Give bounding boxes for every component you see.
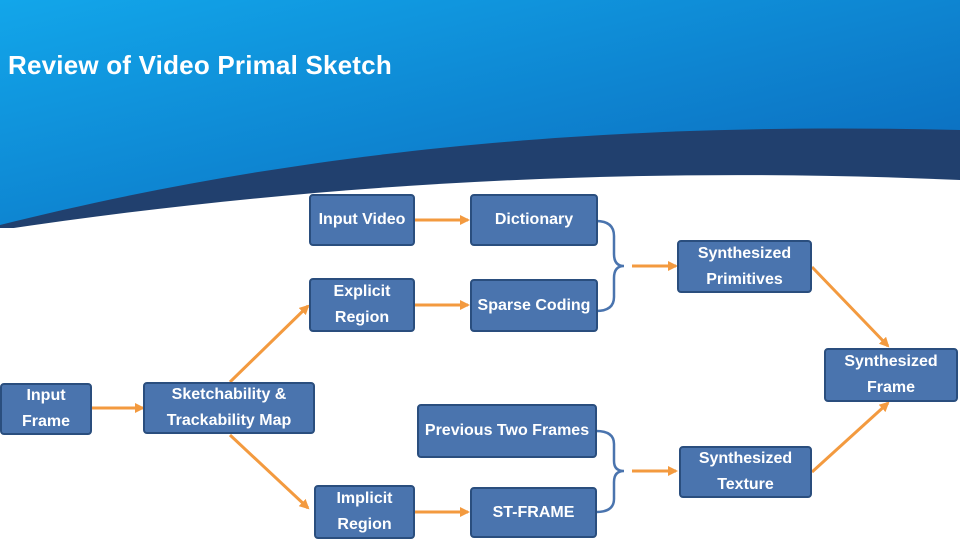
arrow-map-to-implicit [228,433,310,510]
node-sparse-coding: Sparse Coding [470,279,598,332]
node-synthesized-texture-label: Synthesized Texture [698,450,793,493]
node-sketchability-map: Sketchability & Trackability Map [143,382,315,434]
node-previous-two-frames: Previous Two Frames [417,404,597,458]
node-previous-two-frames-label: Previous Two Frames [424,422,590,440]
slide-title: Review of Video Primal Sketch [8,50,392,80]
node-input-video-label: Input Video [318,211,406,229]
node-synthesized-primitives-label: Synthesized Primitives [697,244,792,288]
node-synthesized-frame-label: Synthesized Frame [844,353,938,396]
node-st-frame-label: ST-FRAME [492,503,575,521]
arrow-texture-to-frame [810,401,890,474]
node-dictionary-label: Dictionary [494,211,574,229]
node-dictionary: Dictionary [470,194,598,246]
node-implicit-region-label: Implicit Region [336,490,393,533]
arrow-map-to-explicit [228,304,310,384]
bracket-upper [595,219,625,313]
node-synthesized-primitives: Synthesized Primitives [677,240,812,293]
node-implicit-region: Implicit Region [314,485,415,539]
node-synthesized-frame: Synthesized Frame [824,348,958,402]
node-explicit-region-label: Explicit Region [333,283,391,326]
node-input-frame-label: Input Frame [21,387,71,430]
node-synthesized-texture: Synthesized Texture [679,446,812,498]
node-input-video: Input Video [309,194,415,246]
node-sketchability-map-label: Sketchability & Trackability Map [166,386,292,429]
node-input-frame: Input Frame [0,383,92,435]
arrow-primitives-to-frame [810,265,890,348]
node-st-frame: ST-FRAME [470,487,597,538]
node-sparse-coding-label: Sparse Coding [477,296,591,314]
node-explicit-region: Explicit Region [309,278,415,332]
bracket-lower [595,429,625,514]
